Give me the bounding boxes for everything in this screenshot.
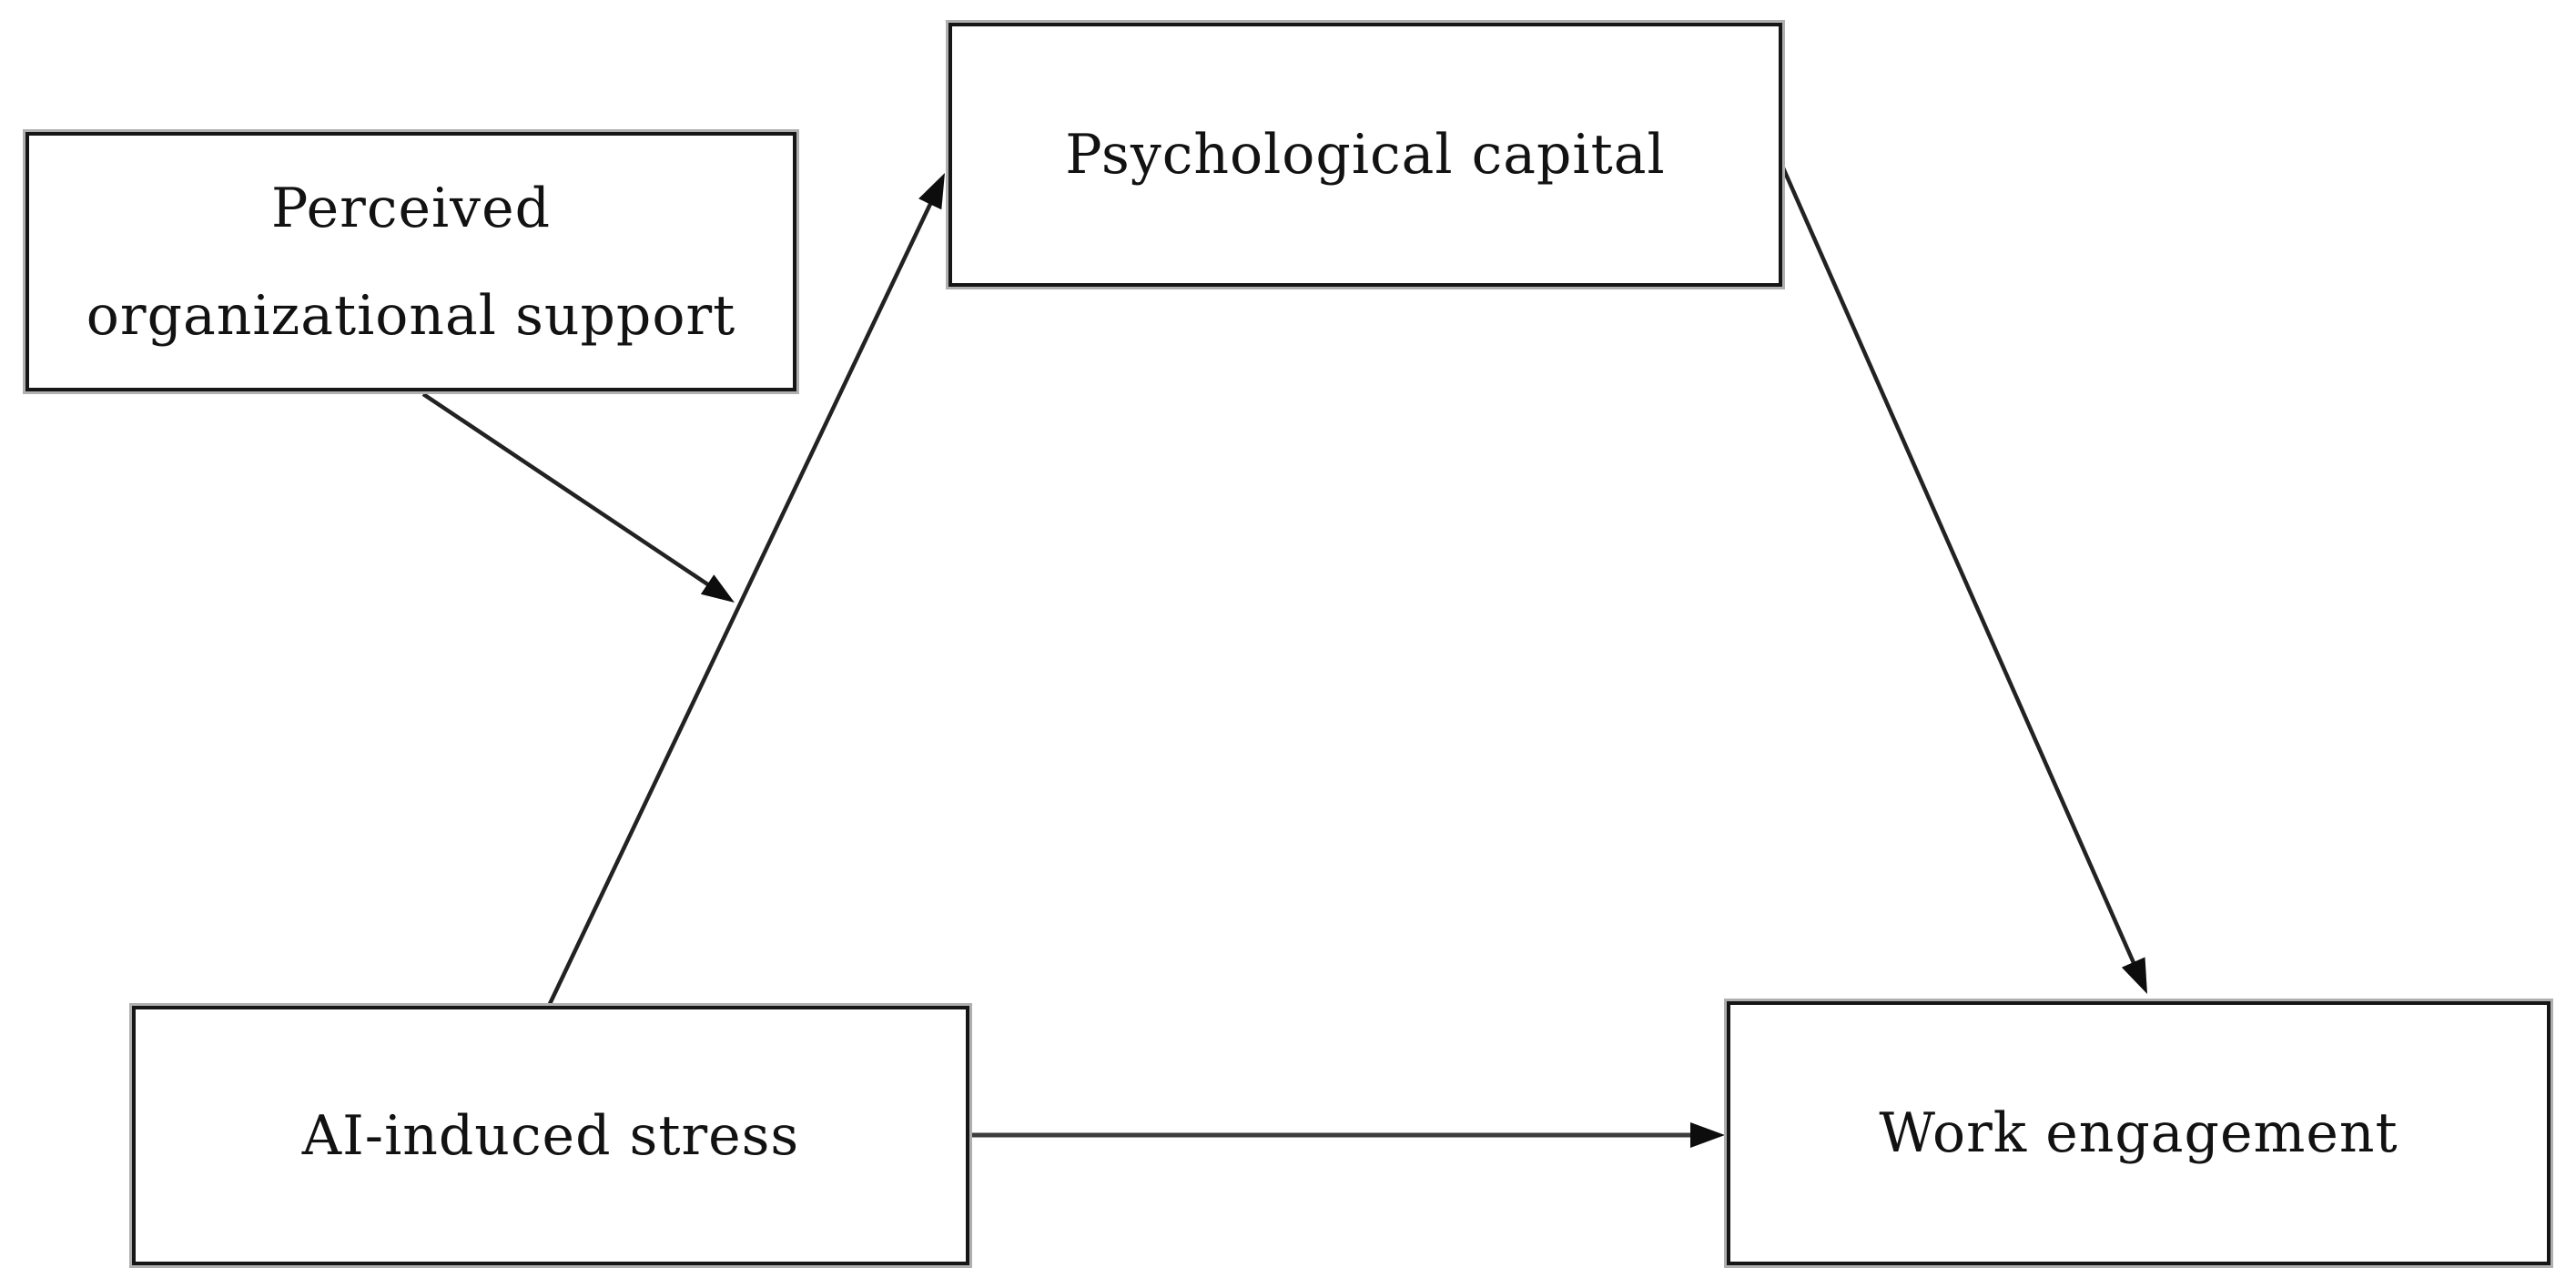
node-label-line: AI-induced stress — [301, 1103, 800, 1168]
arrow-ai-to-psychological-capital — [546, 173, 945, 1007]
node-ai-induced-stress: AI-induced stress — [129, 1003, 972, 1268]
arrow-ai-to-work-engagement-head — [1690, 1122, 1725, 1148]
arrow-psychological-capital-to-work-engagement — [1779, 163, 2147, 994]
node-psychological-capital: Psychological capital — [946, 20, 1785, 289]
arrow-psychological-capital-to-work-engagement-head — [2121, 957, 2147, 994]
arrow-psychological-capital-to-work-engagement-shaft — [1779, 163, 2137, 966]
node-perceived-organizational-support: Perceived organizational support — [23, 129, 799, 394]
arrow-pos-moderation-head — [700, 574, 735, 603]
node-label-line: Psychological capital — [1065, 123, 1666, 187]
node-label-line: organizational support — [86, 283, 736, 348]
node-label-line: Work engagement — [1879, 1101, 2399, 1165]
arrow-ai-to-psychological-capital-head — [918, 173, 945, 210]
arrow-pos-moderation-shaft — [421, 392, 711, 587]
node-work-engagement: Work engagement — [1724, 999, 2553, 1268]
arrow-ai-to-psychological-capital-shaft — [546, 201, 934, 1007]
node-label-line: Perceived — [271, 176, 551, 240]
arrow-pos-moderation — [421, 392, 735, 603]
arrow-ai-to-work-engagement — [969, 1122, 1725, 1148]
